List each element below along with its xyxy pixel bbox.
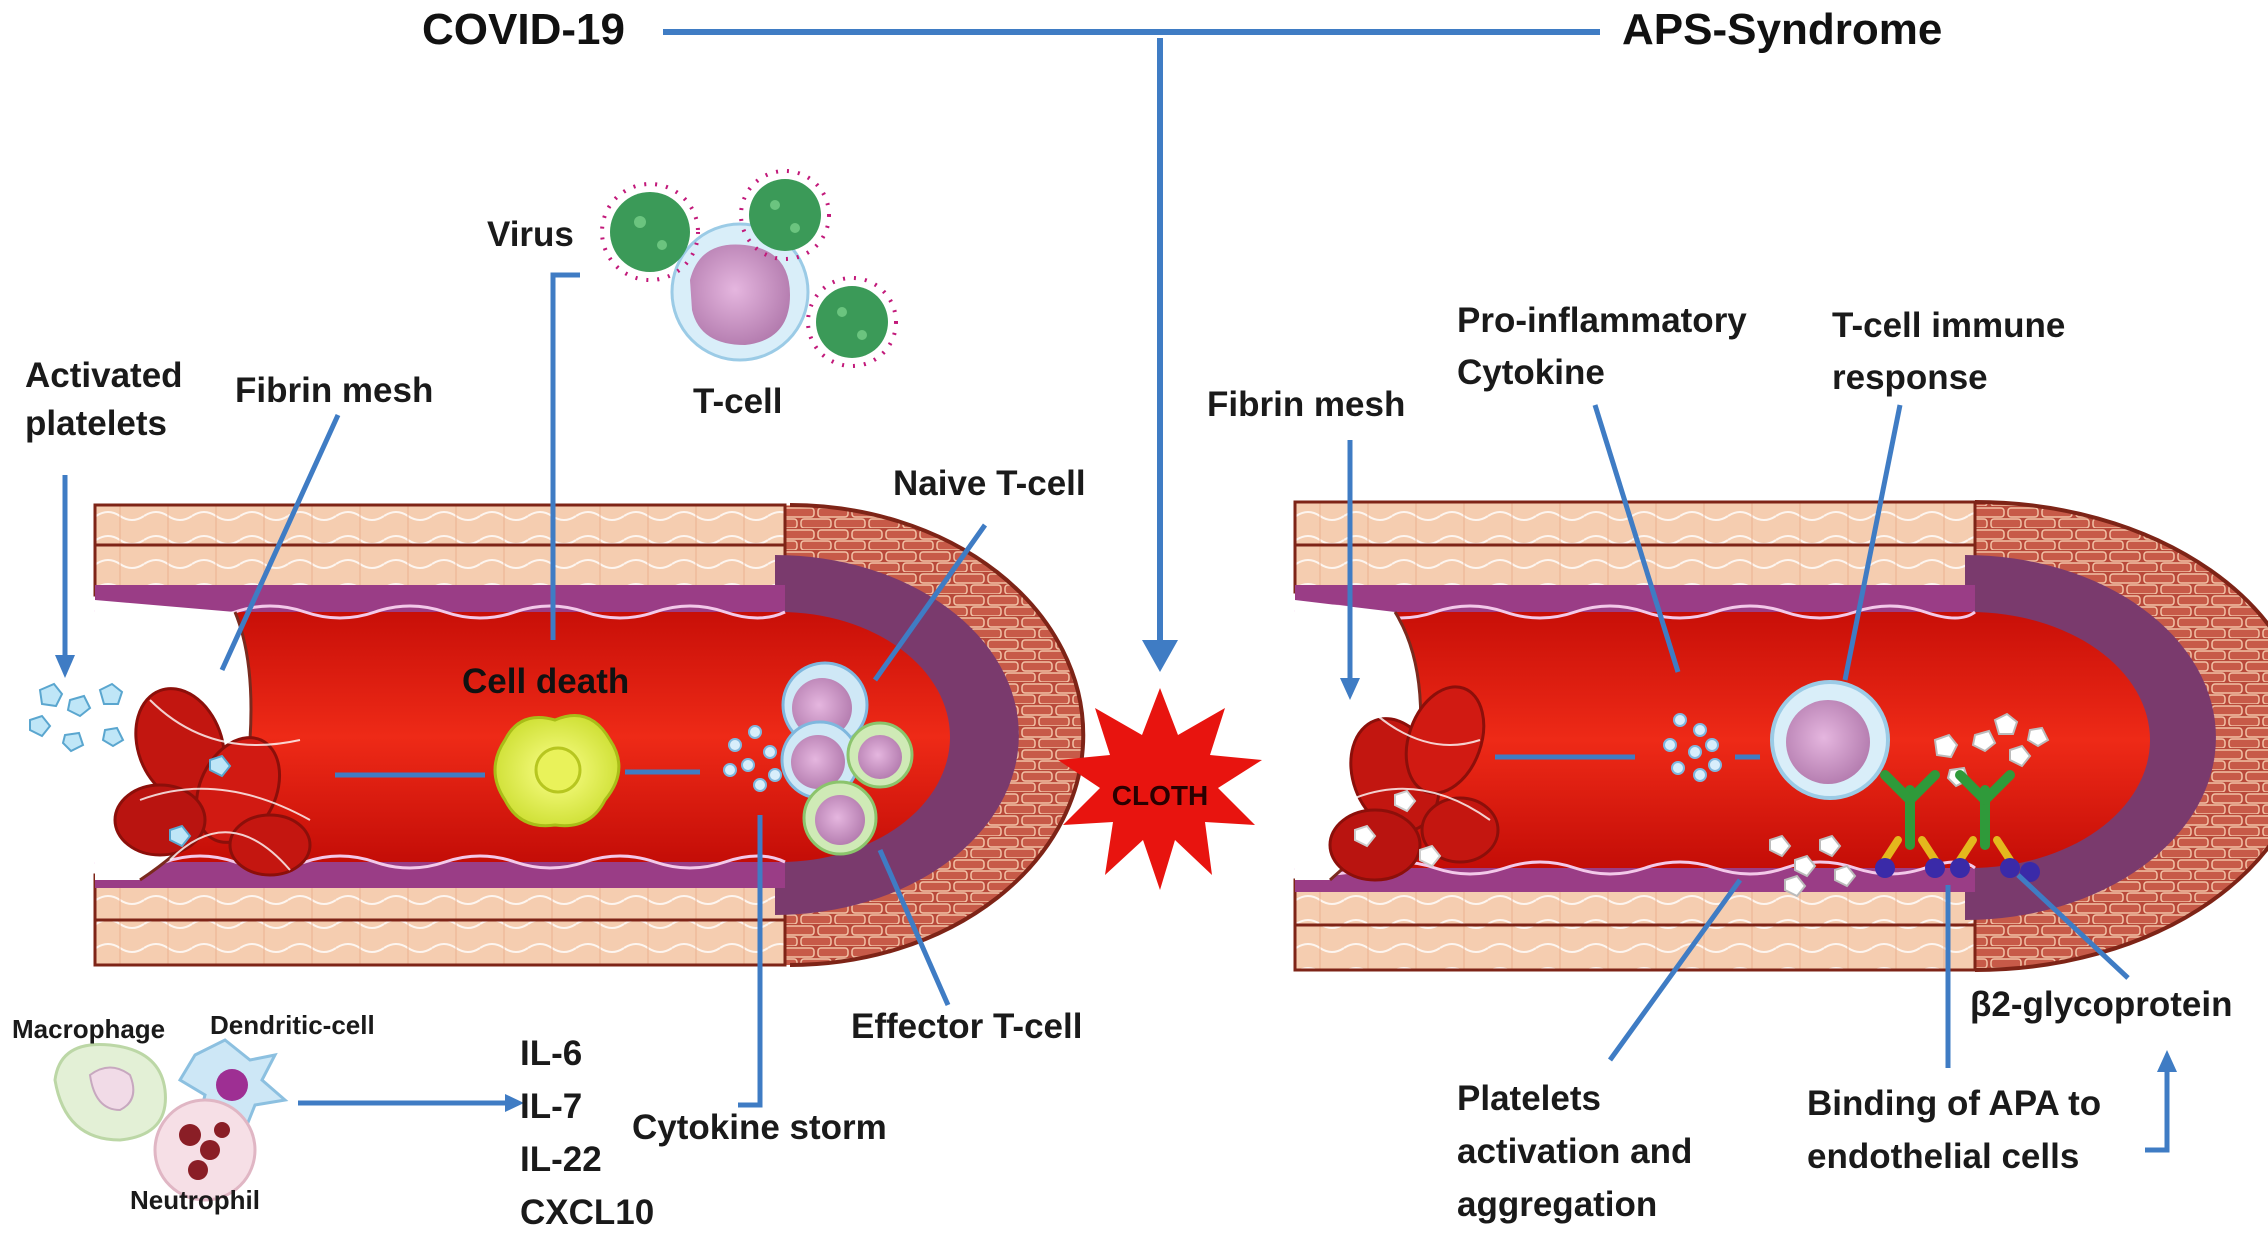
platelets-line1: Platelets xyxy=(1457,1079,1601,1118)
title-connector xyxy=(663,29,1600,640)
cloth-label: CLOTH xyxy=(1112,780,1208,811)
t-cell-immune-line2: response xyxy=(1832,358,1988,397)
macrophage-icon xyxy=(53,1042,167,1142)
neutrophil-icon xyxy=(153,1098,257,1202)
covid-title: COVID-19 xyxy=(422,5,625,54)
t-cell-label: T-cell xyxy=(693,382,783,421)
left-fibrin-mesh-label: Fibrin mesh xyxy=(235,371,434,410)
effector-t-cell-icon xyxy=(780,720,914,856)
cytokine-arrow-head xyxy=(505,1094,524,1112)
right-fibrin-mesh-label: Fibrin mesh xyxy=(1207,385,1406,424)
apa-arrow-head xyxy=(2157,1050,2177,1072)
binding-line2: endothelial cells xyxy=(1807,1137,2080,1176)
neutrophil-label: Neutrophil xyxy=(130,1185,260,1215)
right-clot xyxy=(1328,685,1500,882)
cytokine-il7: IL-7 xyxy=(520,1087,583,1126)
cytokine-storm-label: Cytokine storm xyxy=(632,1108,887,1147)
activated-platelets-icon xyxy=(29,682,232,848)
pro-inflammatory-line2: Cytokine xyxy=(1457,353,1605,392)
binding-line1: Binding of APA to xyxy=(1807,1084,2102,1123)
right-blood-vessel xyxy=(1293,500,2268,972)
dead-cell-icon xyxy=(493,714,621,828)
t-cell-immune-line1: T-cell immune xyxy=(1832,306,2066,345)
cytokine-il22: IL-22 xyxy=(520,1140,602,1179)
antibody-icon xyxy=(1875,770,2040,882)
platelet-arrow-head xyxy=(55,655,75,678)
right-cytokine-dots xyxy=(1663,713,1722,782)
cytokine-cxcl10: CXCL10 xyxy=(520,1193,655,1232)
left-clot xyxy=(113,687,312,877)
dendritic-cell-label: Dendritic-cell xyxy=(210,1010,375,1040)
right-platelets-icon xyxy=(1769,712,2050,898)
cloth-star-icon xyxy=(1058,688,1262,890)
effector-t-cell-label: Effector T-cell xyxy=(851,1007,1083,1046)
cell-death-label: Cell death xyxy=(462,662,630,701)
activated-platelets-text: Activated platelets xyxy=(25,356,183,444)
pro-inflammatory-line1: Pro-inflammatory xyxy=(1457,301,1747,340)
activated-platelets-label: Activated platelets xyxy=(25,352,215,449)
right-clot-platelets xyxy=(1354,789,1442,868)
platelets-line3: aggregation xyxy=(1457,1185,1658,1224)
left-cytokine-dots xyxy=(723,725,782,792)
fibrin-arrow-head-right xyxy=(1340,678,1360,700)
left-cell-connectors xyxy=(335,769,700,778)
virus-icon xyxy=(600,169,898,368)
platelets-line2: activation and xyxy=(1457,1132,1693,1171)
right-leader-lines xyxy=(1347,404,2170,1153)
b2-glycoprotein-label: β2-glycoprotein xyxy=(1970,985,2233,1024)
virus-label: Virus xyxy=(487,215,574,254)
down-arrow-head xyxy=(1142,640,1178,672)
t-cell-immune-icon xyxy=(1770,680,1890,800)
aps-title: APS-Syndrome xyxy=(1622,5,1943,54)
macrophage-label: Macrophage xyxy=(12,1014,166,1044)
naive-t-cell-label: Naive T-cell xyxy=(893,464,1086,503)
left-leader-lines xyxy=(62,272,988,1108)
t-cell-top-icon xyxy=(670,222,810,362)
cytokine-il6: IL-6 xyxy=(520,1034,583,1073)
